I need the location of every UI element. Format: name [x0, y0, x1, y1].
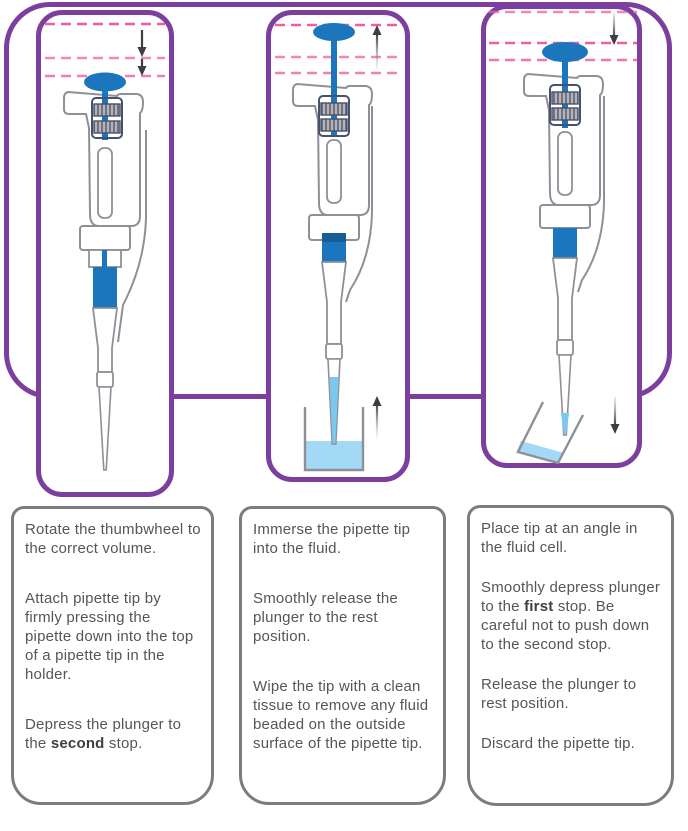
pipette-panel-3 [481, 4, 642, 468]
instruction-paragraph: Release the plunger to rest position. [481, 676, 637, 712]
instruction-paragraph: Smoothly release the plunger to the rest… [253, 590, 398, 645]
instruction-paragraph: Wipe the tip with a clean tissue to remo… [253, 678, 429, 752]
pipette-panel-1 [36, 10, 174, 497]
instruction-paragraph: Immerse the pipette tip into the fluid. [253, 521, 411, 557]
instruction-paragraph: Smoothly depress plunger to the first st… [481, 579, 661, 653]
instruction-paragraph: Place tip at an angle in the fluid cell. [481, 520, 638, 556]
instruction-paragraph: Discard the pipette tip. [481, 735, 636, 752]
instruction-box-3: Place tip at an angle in the fluid cell.… [467, 505, 674, 806]
instruction-box-1: Rotate the thumbwheel to the correct vol… [11, 506, 214, 805]
pipette-panel-2 [266, 10, 410, 482]
instruction-paragraph: Attach pipette tip by firmly pressing th… [25, 590, 194, 683]
instruction-paragraph: Depress the plunger to the second stop. [25, 716, 182, 752]
instruction-box-2: Immerse the pipette tip into the fluid. … [239, 506, 446, 805]
instruction-paragraph: Rotate the thumbwheel to the correct vol… [25, 521, 201, 557]
